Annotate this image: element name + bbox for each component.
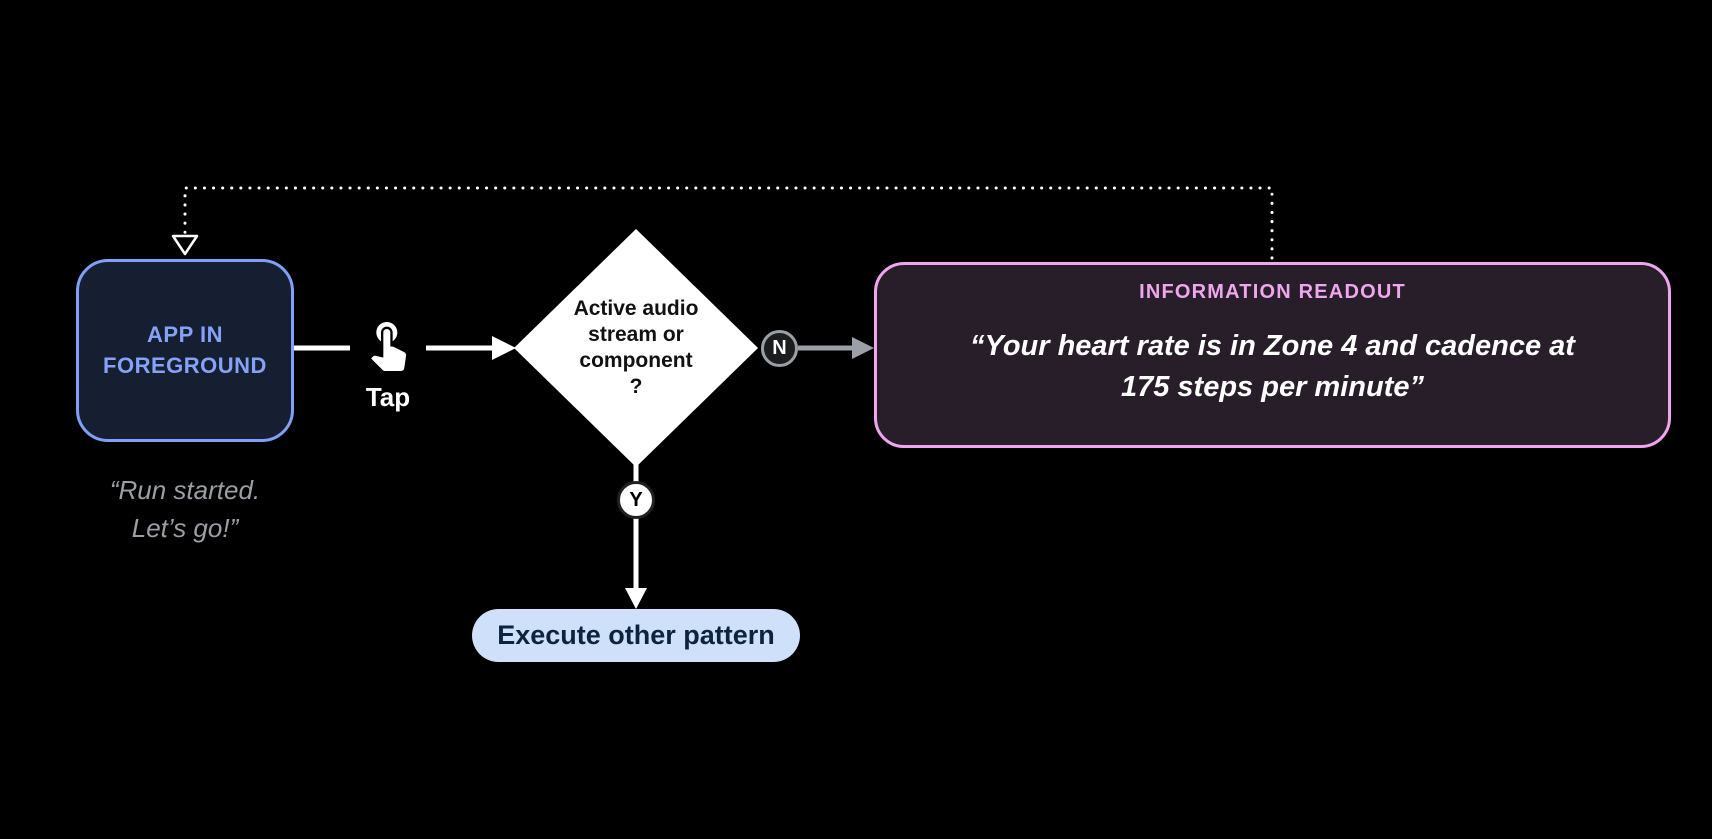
no-branch-badge: N — [761, 330, 798, 367]
information-readout-title: INFORMATION READOUT — [1139, 281, 1406, 303]
yes-branch-badge: Y — [617, 481, 655, 519]
information-readout-quote-line1: “Your heart rate is in Zone 4 and cadenc… — [970, 330, 1575, 362]
app-quote: “Run started. Let’s go!” — [45, 472, 325, 547]
execute-other-pattern-node: Execute other pattern — [472, 609, 800, 662]
app-foreground-label-line2: FOREGROUND — [103, 352, 267, 378]
no-branch-arrowhead-icon — [852, 337, 874, 359]
tap-gesture-icon-glyph — [371, 322, 407, 371]
information-readout-quote-line2: 175 steps per minute” — [1120, 370, 1424, 403]
app-quote-line2: Let’s go!” — [131, 512, 239, 543]
information-readout-node: INFORMATION READOUT “Your heart rate is … — [874, 262, 1671, 448]
information-readout-quote: “Your heart rate is in Zone 4 and cadenc… — [970, 326, 1575, 407]
tap-gesture-icon — [350, 308, 426, 378]
feedback-dotted-line — [183, 186, 1274, 260]
decision-text-line1: Active audio — [573, 296, 699, 320]
app-foreground-label-line1: APP IN — [147, 321, 223, 347]
app-quote-line1: “Run started. — [109, 475, 261, 505]
decision-diamond — [514, 229, 758, 467]
decision-text-line2: stream or — [588, 322, 684, 346]
app-to-decision-arrowhead-icon — [492, 336, 516, 360]
app-foreground-node: APP IN FOREGROUND — [76, 259, 294, 442]
decision-text-line3: component — [579, 349, 693, 372]
yes-to-pill-arrowhead-icon — [625, 588, 647, 609]
decision-node-text: Active audio stream or component ? — [526, 280, 746, 416]
tap-label: Tap — [365, 382, 411, 412]
decision-text-line4: ? — [629, 375, 643, 399]
app-foreground-label: APP IN FOREGROUND — [103, 320, 267, 382]
feedback-arrowhead-icon — [171, 234, 199, 256]
